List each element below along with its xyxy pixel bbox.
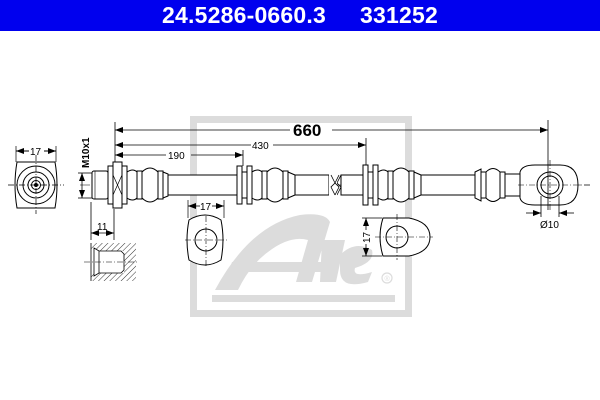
dim-fitting-width: 17 [30, 147, 42, 158]
reference-number: 331252 [360, 2, 438, 28]
registered-mark: ® [385, 275, 391, 283]
thread-dim-lines [78, 172, 93, 199]
eye-dim-lines [526, 196, 574, 217]
bracket-1-view [185, 200, 227, 266]
dim-eye-diameter: Ø10 [540, 220, 559, 231]
thread-section-view [84, 202, 138, 281]
dim-bracket-1-width: 17 [200, 202, 212, 213]
dim-thread: M10x1 [81, 137, 92, 168]
title-bar: 24.5286-0660.3 331252 [0, 0, 600, 31]
fitting-end-view [8, 146, 64, 214]
dim-bracket-2-height: 17 [362, 231, 373, 243]
ate-watermark: ® [190, 116, 412, 317]
bracket-2-view [362, 214, 433, 260]
length-dim-lines [114, 120, 549, 210]
dim-length-430: 430 [252, 141, 269, 152]
dim-total-length: 660 [293, 121, 321, 140]
part-number: 24.5286-0660.3 [162, 2, 326, 28]
dim-thread-depth: 11 [97, 222, 108, 233]
brake-hose-side-view [80, 160, 590, 210]
dim-length-190: 190 [168, 151, 185, 162]
